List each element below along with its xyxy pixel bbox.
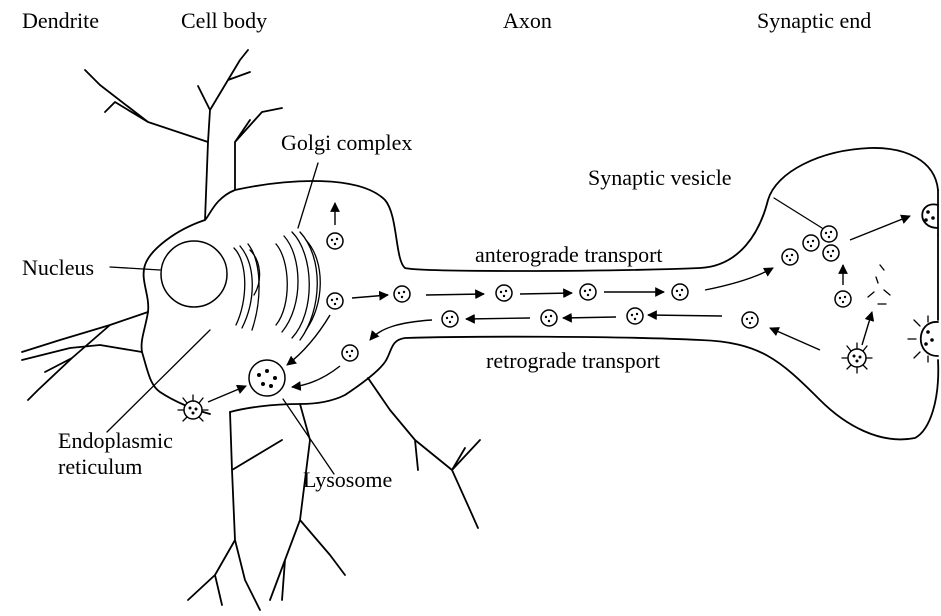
nucleus — [161, 241, 227, 307]
synaptic-end-label: Synaptic end — [757, 8, 871, 33]
vesicle — [327, 233, 343, 249]
vesicle — [442, 311, 458, 327]
neuron-outline — [22, 50, 938, 610]
golgi-complex-label: Golgi complex — [281, 130, 412, 155]
vesicle — [580, 284, 596, 300]
leader-lines — [107, 163, 822, 474]
anterograde-transport-label: anterograde transport — [475, 242, 663, 267]
lysosome — [249, 360, 285, 396]
endoplasmic-reticulum-label-line1: Endoplasmic — [58, 428, 173, 453]
vesicle — [327, 293, 343, 309]
retrograde-transport-label: retrograde transport — [486, 348, 660, 373]
dendrite-top — [85, 50, 282, 220]
endoplasmic-reticulum-label-line2: reticulum — [58, 454, 142, 479]
vesicle — [823, 245, 839, 261]
coated-vesicle-synaptic — [842, 343, 872, 373]
lysosome-label: Lysosome — [303, 467, 392, 492]
fusing-vesicle-top — [922, 204, 938, 228]
vesicle — [342, 345, 358, 361]
vesicle — [782, 249, 798, 265]
fragments — [868, 265, 890, 304]
vesicle — [672, 284, 688, 300]
nucleus-label: Nucleus — [22, 255, 94, 280]
vesicle — [627, 308, 643, 324]
coated-vesicle-left — [178, 395, 208, 421]
dendrite-bottom — [188, 404, 345, 610]
dendrite-label: Dendrite — [22, 8, 99, 33]
vesicle — [541, 310, 557, 326]
vesicle — [835, 291, 851, 307]
cell-body-label: Cell body — [181, 8, 267, 33]
synaptic-vesicle-label: Synaptic vesicle — [588, 165, 732, 190]
axon-label: Axon — [503, 8, 552, 33]
vesicle — [742, 312, 758, 328]
vesicle — [803, 235, 819, 251]
vesicle — [821, 226, 837, 242]
axon-branch — [368, 378, 480, 528]
dendrite-left — [22, 312, 148, 400]
golgi-complex — [276, 232, 320, 340]
endoplasmic-reticulum — [234, 244, 260, 330]
vesicle — [394, 286, 410, 302]
vesicle — [496, 285, 512, 301]
endocytosing-vesicle-right — [908, 316, 938, 362]
